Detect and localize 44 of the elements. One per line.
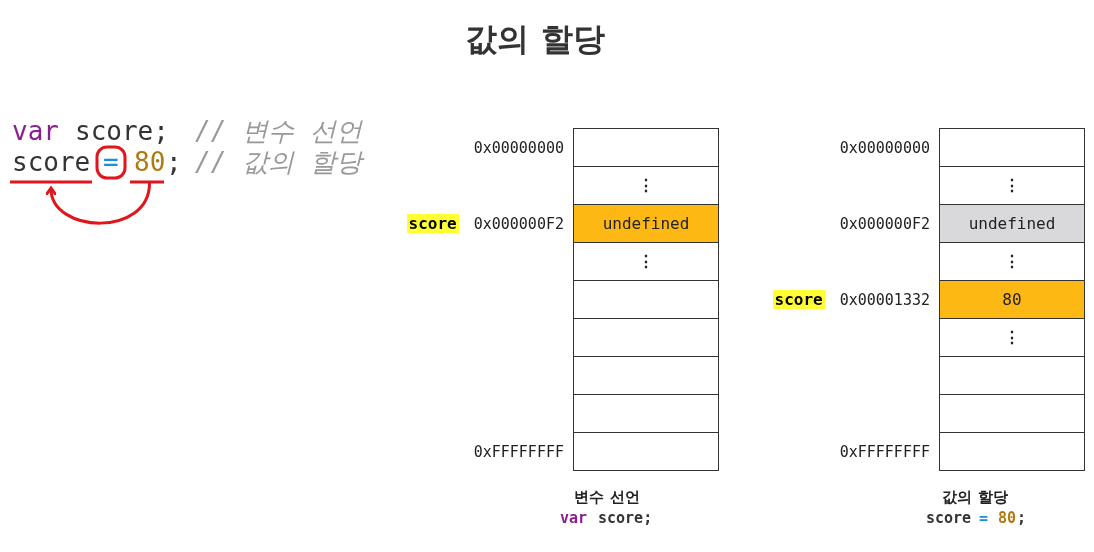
code-comment: // 변수 선언: [195, 116, 362, 146]
variable-name: score: [772, 290, 825, 309]
code-operator: =: [979, 509, 989, 527]
memory-address: 0x000000F2: [473, 214, 564, 233]
code-keyword: var: [12, 116, 59, 146]
memory-address: 0xFFFFFFFF: [473, 442, 564, 461]
memory-cell: [939, 128, 1085, 167]
memory-address: 0x00001332: [839, 290, 930, 309]
code-text: ;: [166, 147, 182, 177]
memory-cell: [573, 356, 719, 395]
memory-cell: undefined: [573, 204, 719, 243]
code-operator: =: [103, 147, 119, 177]
memory-cell: [939, 356, 1085, 395]
memory-address: 0x00000000: [473, 138, 564, 157]
memory-cell: undefined: [939, 204, 1085, 243]
memory-cell: [573, 432, 719, 471]
memory-cell: [573, 280, 719, 319]
curved-arrow: [45, 182, 151, 225]
memory-cell: ⋮: [939, 166, 1085, 205]
memory-address: 0x00000000: [839, 138, 930, 157]
memory-address: 0xFFFFFFFF: [839, 442, 930, 461]
memory-cell: 80: [939, 280, 1085, 319]
memory-cell: ⋮: [939, 318, 1085, 357]
title: 값의 할당: [464, 19, 606, 60]
memory-cell: [573, 128, 719, 167]
code-keyword: var: [560, 509, 588, 527]
memory-cell: ⋮: [573, 166, 719, 205]
code-token: 80: [134, 147, 166, 177]
code-text: ;: [1017, 509, 1027, 527]
variable-name: score: [406, 214, 459, 233]
code-text: score;: [75, 116, 169, 146]
code-token: score: [12, 147, 91, 177]
memory-address: 0x000000F2: [839, 214, 930, 233]
memory-cell: ⋮: [939, 242, 1085, 281]
code-text: score: [926, 509, 972, 527]
code-text: score;: [598, 509, 653, 527]
code-value: 80: [998, 509, 1017, 527]
memory-cell: ⋮: [573, 242, 719, 281]
memory-cell: [939, 394, 1085, 433]
memory-cell: [573, 394, 719, 433]
caption-heading: 값의 할당: [942, 488, 1008, 507]
memory-cell: [573, 318, 719, 357]
caption-heading: 변수 선언: [574, 488, 640, 507]
memory-cell: [939, 432, 1085, 471]
